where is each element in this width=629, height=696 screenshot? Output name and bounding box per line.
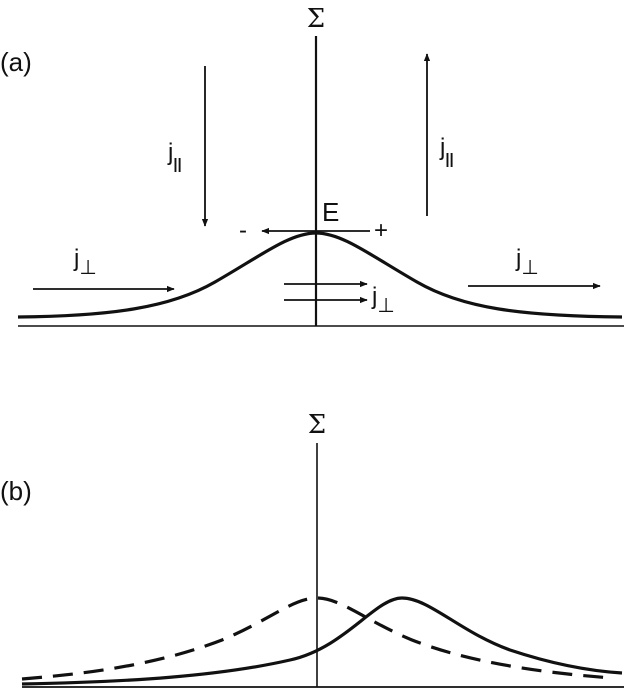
field-label-e: E — [322, 197, 339, 227]
minus-sign: - — [239, 217, 247, 244]
panel-a: (a) Σ j|| j|| E - + j⊥ j⊥ — [0, 4, 624, 327]
panel-a-sigma-label: Σ — [307, 4, 325, 34]
panel-b-sigma-label: Σ — [308, 410, 326, 440]
panel-b-dashed-curve — [21, 596, 613, 681]
j-parallel-right-label: j|| — [439, 134, 454, 168]
panel-b: (b) Σ — [0, 410, 624, 688]
panel-a-curve — [17, 231, 623, 319]
j-parallel-left-label: j|| — [167, 139, 182, 173]
panel-a-label: (a) — [0, 47, 32, 77]
panel-b-solid-curve — [21, 596, 623, 686]
plus-sign: + — [374, 217, 388, 244]
panel-b-label: (b) — [0, 476, 32, 506]
j-perp-right-label: j⊥ — [515, 245, 539, 279]
j-perp-center-label: j⊥ — [371, 283, 395, 317]
j-perp-left-label: j⊥ — [73, 245, 97, 279]
